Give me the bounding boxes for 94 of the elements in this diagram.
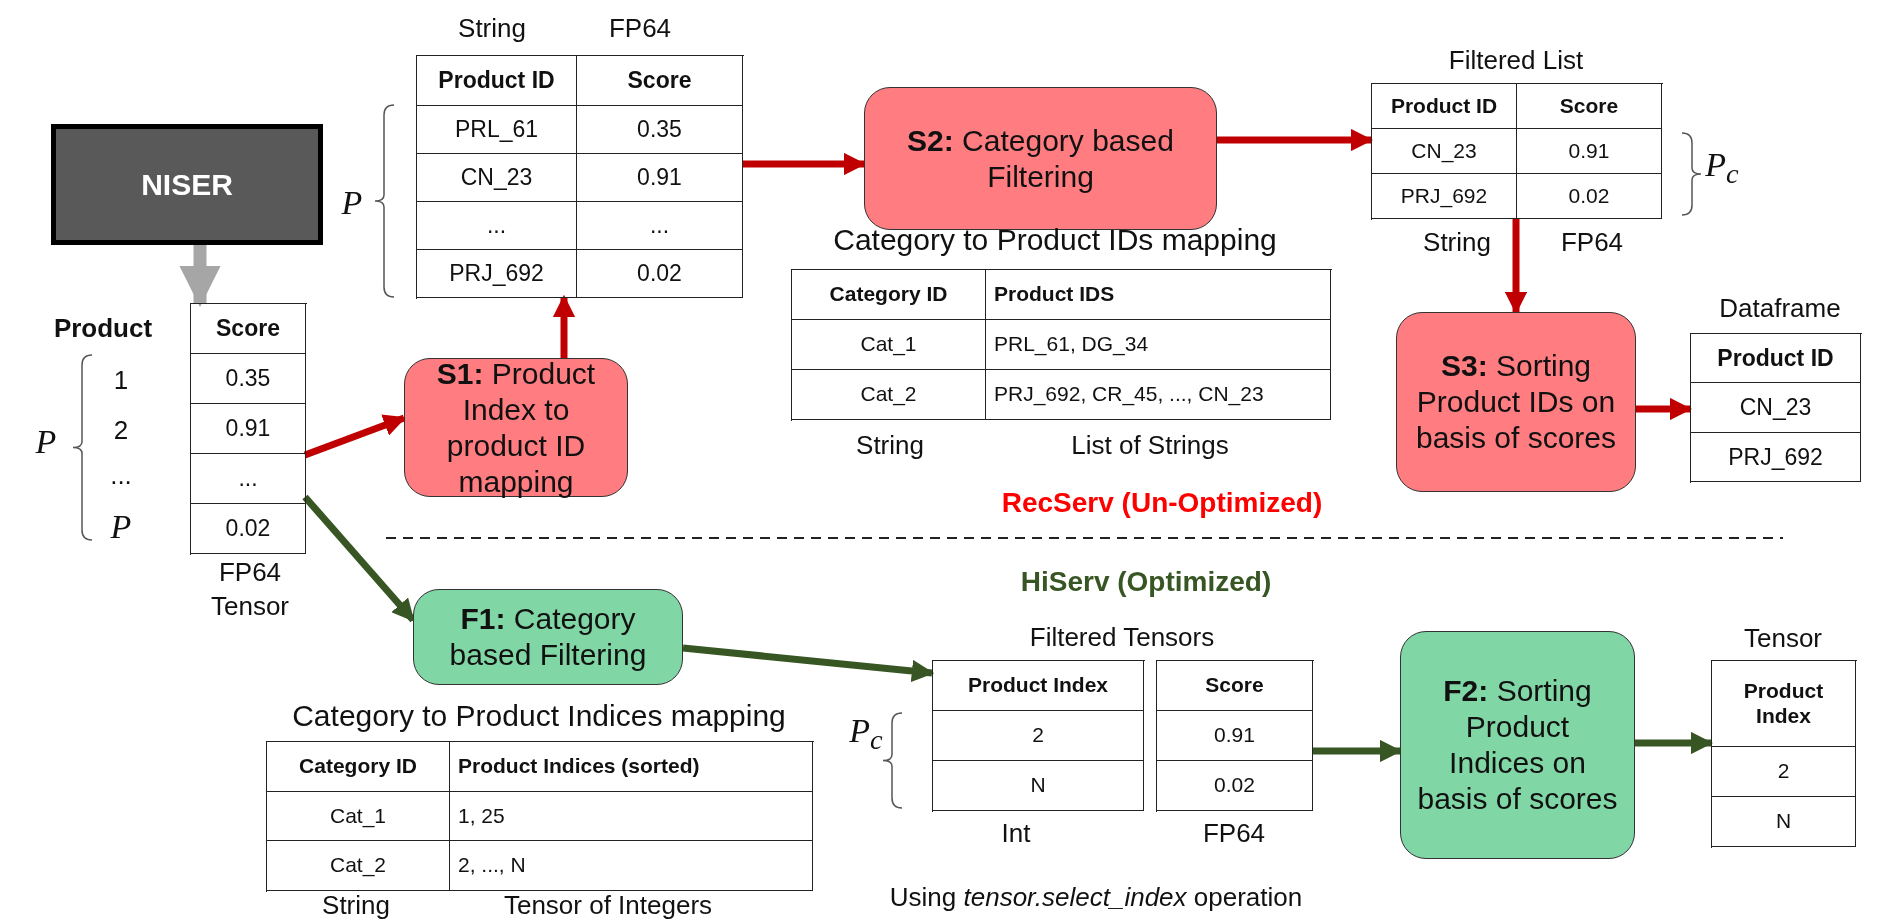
data-table [1371,83,1663,220]
table-cell: Cat_2 [267,841,450,891]
table-cell: 0.02 [1517,174,1662,219]
table-cell: ... [191,454,306,504]
table-cell: PRJ_692 [417,250,577,298]
type-label: FP64 [608,12,672,44]
data-table [1690,333,1862,483]
table-cell: 0.91 [577,154,743,202]
table-cell: PRL_61 [417,106,577,154]
table-cell: CN_23 [417,154,577,202]
type-label: Int [1001,817,1031,849]
set-symbol: P [341,184,363,222]
arrow [682,644,935,683]
table-heading: Category to Product Indices mapping [292,699,786,733]
header-cell: Product IDS [986,270,1331,320]
type-label: FP64 [1202,817,1266,849]
set-symbol: P$_{c}$ [1705,145,1739,191]
header-cell: Category ID [792,270,986,320]
type-label: FP64 Tensor [209,556,290,623]
data-table [791,269,1332,421]
process-box: S2: Category based Filtering [864,87,1217,230]
table-cell: 0.91 [191,404,306,454]
data-table [1711,660,1857,848]
table-cell: 0.02 [1157,761,1313,811]
header-cell: Score [1517,84,1662,129]
data-table [190,303,307,555]
table-cell: 2, ..., N [450,841,813,891]
type-label: String [856,429,924,461]
data-table [416,55,744,299]
table-cell: CN_23 [1691,383,1861,433]
table-cell: 0.35 [191,354,306,404]
type-label: String [1423,226,1491,258]
type-label: String [458,12,526,44]
index-number: 2 [113,414,129,446]
header-cell: Product Index [933,661,1144,711]
header-cell: Product Indices (sorted) [450,742,813,792]
index-number: ... [110,459,132,491]
arrow [179,245,221,308]
data-table [266,741,814,892]
table-cell: ... [577,202,743,250]
set-symbol: P [35,423,57,461]
table-cell: Cat_1 [792,320,986,370]
model-box: NISER [51,124,323,245]
table-cell: N [933,761,1144,811]
table-cell: 0.02 [577,250,743,298]
arrow [1635,731,1714,755]
table-heading: Filtered Tensors [1029,621,1215,653]
section-title: HiServ (Optimized) [1020,566,1272,598]
table-cell: 2 [1712,747,1856,797]
arrow [1636,397,1693,421]
type-label: List of Strings [1071,429,1229,461]
table-cell: PRJ_692, CR_45, ..., CN_23 [986,370,1331,420]
data-table [1156,660,1314,812]
header-cell: Product ID [417,56,577,106]
process-box: S1: Product Index to product ID mapping [404,358,628,497]
table-cell: 0.02 [191,504,306,554]
section-title: RecServ (Un-Optimized) [1001,487,1323,519]
table-cell: CN_23 [1372,129,1517,174]
type-label: Tensor of Integers [503,889,713,919]
table-cell: 0.91 [1517,129,1662,174]
table-cell: N [1712,797,1856,847]
table-cell: Cat_1 [267,792,450,841]
index-number: P [110,508,132,546]
header-cell: Product ID [1691,334,1861,383]
table-cell: 1, 25 [450,792,813,841]
table-cell: 0.91 [1157,711,1313,761]
process-box: F1: Category based Filtering [413,589,683,685]
type-label: Dataframe [1719,292,1841,324]
table-cell: PRJ_692 [1372,174,1517,219]
header-cell: Score [191,304,306,354]
type-label: Filtered List [1448,44,1584,76]
index-number: 1 [113,364,129,396]
arrow [1217,128,1374,152]
process-box: F2: Sorting Product Indices on basis of scores [1400,631,1635,859]
note-text: Using tensor.select_index operation [889,881,1303,913]
header-cell: Category ID [267,742,450,792]
header-cell: Product Index [1712,661,1856,747]
table-cell: PRL_61, DG_34 [986,320,1331,370]
table-cell: 0.35 [577,106,743,154]
table-cell: PRJ_692 [1691,433,1861,482]
column-heading: Product [53,312,153,344]
header-cell: Score [577,56,743,106]
type-label: String [322,889,390,919]
type-label: Tensor [1744,622,1822,654]
process-box: S3: Sorting Product IDs on basis of scores [1396,312,1636,492]
table-cell: Cat_2 [792,370,986,420]
header-cell: Product ID [1372,84,1517,129]
set-symbol: P$_{c}$ [849,711,883,757]
data-table [932,660,1145,812]
table-cell: ... [417,202,577,250]
table-cell: 2 [933,711,1144,761]
header-cell: Score [1157,661,1313,711]
type-label: FP64 [1560,226,1624,258]
arrow [552,294,576,358]
